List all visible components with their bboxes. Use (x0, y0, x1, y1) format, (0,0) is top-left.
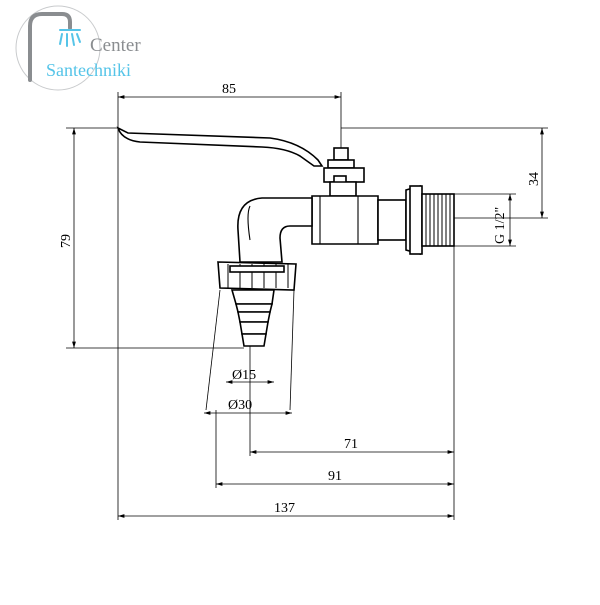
stem-neck (329, 181, 357, 197)
dim-length-71: 71 (344, 437, 358, 452)
valve-body (311, 195, 379, 245)
dimension-lines: 85 79 34 G 1/2" Ø15 Ø30 71 91 (59, 82, 548, 520)
dim-left-height: 79 (59, 234, 74, 248)
brand-logo: Center Santechniki (15, 5, 141, 91)
dim-outer-diameter: Ø30 (228, 398, 252, 413)
valve-ring (377, 199, 407, 241)
shower-head-icon (28, 12, 72, 82)
logo-ring (15, 5, 101, 91)
handle-stem (327, 159, 355, 169)
dim-length-91: 91 (328, 469, 342, 484)
shower-spray-icon (59, 29, 81, 47)
dim-length-137: 137 (274, 501, 295, 516)
valve-handle (116, 126, 324, 167)
hose-barb (230, 289, 275, 305)
dim-inner-diameter: Ø15 (232, 368, 256, 383)
logo-text-line1: Center (90, 35, 141, 56)
dim-top-width: 85 (222, 82, 236, 97)
spout-elbow (237, 197, 313, 263)
logo-text-line2: Santechniki (46, 60, 131, 80)
handle-nut (333, 147, 349, 161)
thread-lines (425, 194, 451, 246)
dim-thread: G 1/2" (493, 207, 508, 244)
dim-right-height: 34 (527, 172, 542, 186)
valve-drawing (116, 126, 455, 411)
